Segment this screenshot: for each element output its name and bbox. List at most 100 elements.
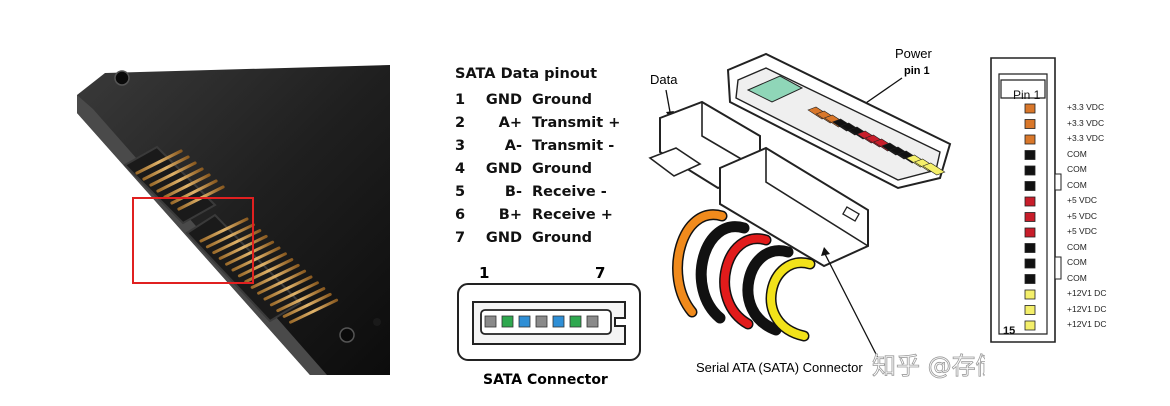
connector-pin (518, 315, 531, 328)
power-pin-label: +12V1 DC (1067, 288, 1107, 298)
power-pin-label: COM (1067, 179, 1087, 190)
pin-description: Receive + (532, 207, 613, 223)
pin-description: Transmit - (532, 138, 615, 154)
wire (720, 234, 770, 328)
pin-number: 7 (455, 230, 466, 246)
power-pin-square (1024, 289, 1036, 300)
pin-number: 6 (455, 207, 466, 223)
gold-pin (276, 287, 326, 313)
gold-pin (250, 263, 300, 289)
pin-description: Transmit + (532, 115, 621, 131)
gold-pin (282, 292, 332, 318)
receptacle-power-pins (807, 106, 946, 176)
power-pin-square (1024, 320, 1036, 331)
pin-name: GND (485, 230, 522, 246)
power-pin-label: COM (1067, 241, 1087, 252)
sata-connector-diagram: 1 7 SATA Connector (457, 264, 641, 388)
connector-pin-last-label: 7 (595, 264, 605, 282)
power-connector-outline (990, 57, 1062, 343)
pin-name: GND (485, 92, 522, 108)
gold-pin (156, 167, 204, 193)
pin-name: A+ (498, 115, 522, 131)
power-pin-label: +5 VDC (1067, 210, 1097, 221)
power-pin-label: +5 VDC (1067, 226, 1097, 236)
power-plug (719, 146, 869, 268)
connector-pin (586, 315, 599, 328)
receptacle-pin (922, 162, 946, 176)
connector-pin (501, 315, 514, 328)
power-pin-square (1024, 274, 1036, 284)
cable-caption: Serial ATA (SATA) Connector (696, 360, 863, 375)
connector-pin (552, 315, 565, 328)
pin-number: 1 (455, 92, 466, 108)
power-pin-square (1024, 134, 1036, 145)
power-pin-label: COM (1067, 164, 1087, 174)
power-pin-label: COM (1067, 272, 1087, 283)
gold-pin (142, 155, 190, 181)
highlight-box (132, 197, 254, 284)
power-pin-label: COM (1067, 148, 1087, 159)
power-label: Power (895, 46, 933, 61)
pin-name: A- (504, 138, 522, 154)
caption-arrowhead (821, 247, 830, 256)
pinout-title: SATA Data pinout (455, 66, 598, 82)
power-pin-square (1024, 227, 1036, 238)
connector-pin (535, 315, 548, 328)
wire (767, 258, 814, 340)
pin-number: 2 (455, 115, 466, 131)
watermark: 知乎 @存储大牛 (872, 352, 985, 380)
pin-1-label: Pin 1 (1013, 88, 1041, 102)
data-pins (135, 149, 225, 211)
power-pin-square (1024, 243, 1036, 253)
pin-name: B+ (498, 207, 522, 223)
connector-pin (569, 315, 582, 328)
connector-pin-first-label: 1 (479, 264, 489, 282)
gold-pin (289, 298, 339, 324)
power-pin-square (1024, 196, 1036, 207)
gold-pin (263, 275, 313, 301)
power-pin-square (1024, 103, 1036, 114)
gold-pin (231, 246, 281, 272)
power-pin-label: +12V1 DC (1067, 319, 1107, 329)
power-pin-square (1024, 150, 1036, 160)
power-pin-square (1024, 181, 1036, 191)
gold-pin (225, 240, 275, 266)
pin-description: Receive - (532, 184, 607, 200)
gold-pin (269, 281, 319, 307)
gold-pin (149, 161, 197, 187)
power-pins (199, 217, 339, 324)
pin-number: 3 (455, 138, 466, 154)
pin-description: Ground (532, 230, 593, 246)
pin-description: Ground (532, 161, 593, 177)
power-pin-label: pin 1 (904, 65, 930, 77)
receptacle-body (726, 52, 952, 190)
power-pin-square (1024, 305, 1036, 315)
power-pin-label: +12V1 DC (1067, 303, 1107, 314)
power-pin-squares (1024, 103, 1036, 331)
power-pin-label: +3.3 VDC (1067, 102, 1105, 112)
gold-pin (199, 217, 249, 243)
power-pin-label: COM (1067, 257, 1087, 267)
power-pin-label: +5 VDC (1067, 195, 1097, 205)
power-pin-label: +3.3 VDC (1067, 117, 1105, 128)
gold-pin (237, 252, 287, 278)
caption-pointer (824, 253, 879, 359)
pin-name: B- (504, 184, 522, 200)
gold-pin (163, 173, 211, 199)
sata-cable-illustration: Data Power pin 1 Serial ATA (SATA) Conne… (648, 46, 985, 380)
power-pin-square (1024, 165, 1036, 176)
gold-pin (205, 223, 255, 249)
connector-caption: SATA Connector (483, 372, 608, 388)
gold-pin (170, 179, 218, 205)
connector-pins (484, 315, 599, 328)
pin-number: 4 (455, 161, 466, 177)
data-pointer (665, 89, 671, 113)
power-wires (672, 209, 816, 342)
wire (697, 222, 748, 322)
gold-pin (135, 149, 183, 175)
power-pin-square (1024, 258, 1036, 269)
gold-pin (257, 269, 307, 295)
gold-pin (218, 234, 268, 260)
connector-pin (484, 315, 497, 328)
